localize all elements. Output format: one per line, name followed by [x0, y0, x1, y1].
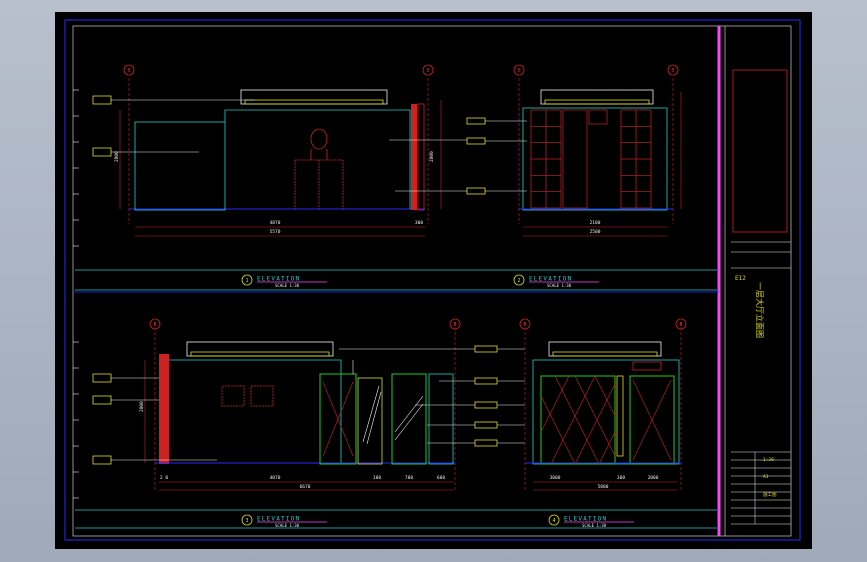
elevation-bottom-left — [92, 322, 456, 492]
dimension-label: 700 — [405, 475, 413, 481]
dimension-label-vertical: 2800 — [139, 401, 145, 412]
elevation-marker: 4 — [552, 518, 555, 524]
dimension-label-vertical: 2800 — [429, 151, 435, 162]
dimension-label: 2500 — [590, 229, 601, 235]
dimension-label: 4070 — [270, 475, 281, 481]
grid-bubble-label: B — [426, 68, 429, 74]
dimension-label: 4870 — [270, 220, 281, 226]
elevation-bottom-right — [524, 322, 682, 492]
note-scale: 1:30 — [763, 457, 774, 463]
grid-bubble-label: B — [153, 322, 156, 328]
elevation-scale: SCALE 1:30 — [582, 523, 607, 528]
grid-bubble-label: B — [517, 68, 520, 74]
grid-bubble: B — [675, 318, 687, 330]
elevation-label: ELEVATION — [564, 516, 607, 523]
dimension-label: 2000 — [648, 475, 659, 481]
drawing-sheet: B B B B B B B B 4870 300 5570 2100 2500 2 0 4070 100 70… — [55, 12, 812, 549]
grid-bubble: B — [513, 64, 525, 76]
dimension-label: 2 0 — [160, 475, 168, 481]
grid-bubble: B — [449, 318, 461, 330]
elevation-scale: SCALE 1:30 — [275, 523, 300, 528]
dimension-label: 300 — [617, 475, 625, 481]
dimension-label-vertical: 2800 — [114, 151, 120, 162]
elevation-top-right — [518, 78, 682, 237]
title-block: E12 一层大厅立面图 1:30 A3 施工图 — [731, 69, 791, 525]
grid-bubble: B — [149, 318, 161, 330]
dimension-label: 5570 — [270, 229, 281, 235]
grid-bubble: B — [422, 64, 434, 76]
sheet-id: E12 — [735, 275, 746, 282]
grid-bubble-label: B — [679, 322, 682, 328]
notes-bottom-middle — [339, 345, 525, 447]
elevation-marker: 3 — [245, 518, 248, 524]
elevation-label: ELEVATION — [257, 516, 300, 523]
note-size: A3 — [763, 474, 769, 480]
dimension-texts: 4870 300 5570 2100 2500 2 0 4070 100 700 600 6670 3… — [114, 151, 659, 490]
drawing-title: 一层大厅立面图 — [755, 282, 765, 338]
dimension-label: 3000 — [550, 475, 561, 481]
inner-frame — [72, 25, 792, 537]
elevation-scale: SCALE 1:30 — [275, 283, 300, 288]
dimension-label: 600 — [437, 475, 445, 481]
notes-top-middle — [389, 117, 527, 195]
grid-bubble-label: B — [671, 68, 674, 74]
cad-drawing: B B B B B B B B 4870 300 5570 2100 2500 2 0 4070 100 70… — [64, 19, 801, 541]
grid-bubble-label: B — [523, 322, 526, 328]
grid-bubbles: B B B B B B B B — [123, 64, 687, 330]
elevation-marker: 2 — [517, 278, 520, 284]
outer-frame — [64, 19, 801, 541]
grid-bubble-label: B — [453, 322, 456, 328]
dimension-label: 6670 — [300, 484, 311, 490]
elevation-scale: SCALE 1:30 — [547, 283, 572, 288]
grid-bubble: B — [667, 64, 679, 76]
grid-bubble: B — [519, 318, 531, 330]
dimension-label: 5800 — [598, 484, 609, 490]
grid-bubble-label: B — [127, 68, 130, 74]
dimension-label: 100 — [373, 475, 381, 481]
elevation-label: ELEVATION — [529, 276, 572, 283]
elevation-label: ELEVATION — [257, 276, 300, 283]
elevation-marker: 1 — [245, 278, 248, 284]
label-band-top — [75, 269, 717, 291]
grid-bubble: B — [123, 64, 135, 76]
note-phase: 施工图 — [763, 491, 777, 498]
elevation-top-left — [92, 78, 442, 237]
margin-ticks — [73, 89, 79, 499]
dimension-label: 2100 — [590, 220, 601, 226]
dimension-label: 300 — [415, 220, 423, 226]
label-band-bottom — [75, 509, 717, 529]
